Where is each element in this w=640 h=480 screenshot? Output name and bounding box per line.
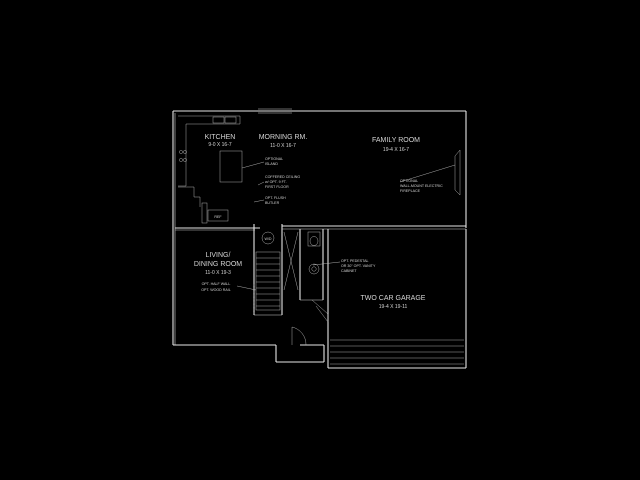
family-room-name: FAMILY ROOM (372, 137, 420, 144)
island-note-line2: ISLAND (265, 162, 278, 166)
island-note-line1: OPTIONAL (265, 157, 283, 161)
butler-note-line1: OPT. FLUSH (265, 196, 286, 200)
fireplace-note-line3: FIREPLACE (400, 189, 421, 193)
living-dining-dims: 11-0 X 19-3 (205, 270, 231, 276)
fireplace-note-line2: WALL-MOUNT ELECTRIC (400, 184, 443, 188)
leader-lines (236, 161, 456, 291)
family-room-dims: 19-4 X 16-7 (383, 147, 409, 153)
living-dining-name-line2: DINING ROOM (194, 261, 242, 268)
ceiling-note-line2: w/ OPT. 9 FT. (265, 180, 287, 184)
ceiling-note-line1: COFFERED CEILING (265, 175, 300, 179)
doors (291, 149, 461, 346)
kitchen-dims: 9-0 X 16-7 (208, 142, 232, 148)
staircase: W/D (253, 231, 299, 315)
morning-room-name: MORNING RM. (259, 134, 308, 141)
ceiling-note-line3: FIRST FLOOR (265, 185, 289, 189)
kitchen-name: KITCHEN (205, 134, 236, 141)
vanity-note-line2: OR 30" OPT. VANITY (341, 264, 376, 268)
garage-name: TWO CAR GARAGE (361, 295, 426, 302)
refrigerator-label: REF (214, 215, 222, 219)
vanity-note-line1: OPT. PEDESTAL (341, 259, 369, 263)
washer-dryer-label: W/D (265, 237, 272, 241)
garage-dims: 19-4 X 19-11 (379, 304, 408, 310)
fireplace-note-line1: OPTIONAL (400, 179, 418, 183)
living-dining-name-line1: LIVING/ (206, 252, 231, 259)
powder-room (307, 231, 321, 275)
exterior-walls (172, 108, 467, 363)
vanity-note-line3: CABINET (341, 269, 357, 273)
butler-note-line2: BUTLER (265, 201, 280, 205)
half-wall-note-line2: OPT. WOOD RAIL (201, 288, 231, 292)
kitchen-fixtures: REF (178, 115, 243, 224)
half-wall-note-line1: OPT. HALF WALL (202, 282, 231, 286)
morning-room-dims: 11-0 X 16-7 (270, 143, 296, 149)
